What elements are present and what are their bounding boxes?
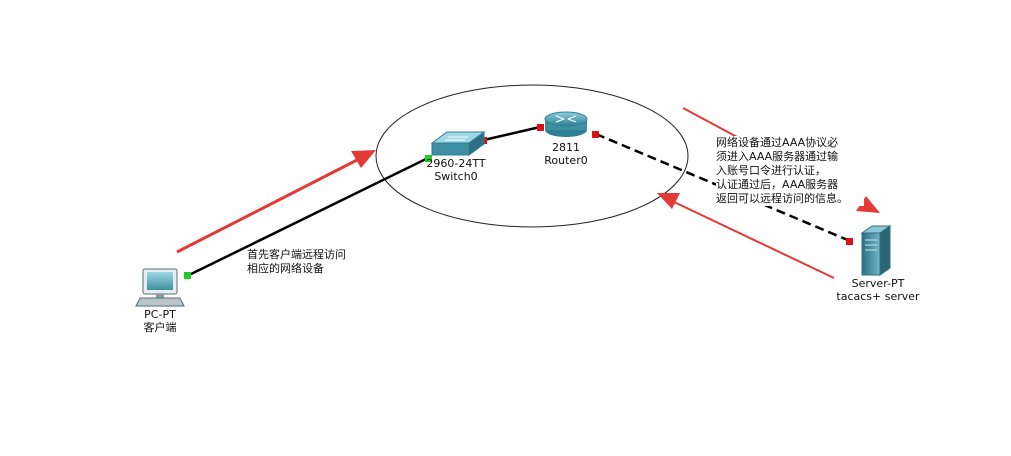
server-icon[interactable]	[860, 225, 892, 276]
switch-icon[interactable]	[430, 131, 486, 156]
server-name-label: tacacs+ server	[836, 290, 920, 303]
link-router-server[interactable]	[595, 132, 851, 243]
router-model-label: 2811	[552, 141, 580, 154]
port-indicator-router-server	[592, 131, 599, 138]
link-pc-switch[interactable]	[186, 156, 429, 278]
pc-model-label: PC-PT	[144, 308, 176, 321]
pc-label: PC-PT 客户端	[131, 308, 189, 334]
aaa-note-line: 认证通过后，AAA服务器	[716, 178, 839, 191]
router-name-label: Router0	[544, 154, 588, 167]
switch-label: 2960-24TT Switch0	[415, 157, 497, 183]
pc-name-label: 客户端	[143, 321, 177, 334]
server-label: Server-PT tacacs+ server	[828, 277, 928, 303]
port-indicator-server	[846, 238, 853, 245]
aaa-note-line: 网络设备通过AAA协议必	[716, 136, 839, 149]
port-indicator-pc	[184, 272, 191, 279]
switch-name-label: Switch0	[434, 170, 478, 183]
pc-icon[interactable]	[135, 268, 185, 307]
network-area-ellipse	[375, 84, 689, 228]
switch-model-label: 2960-24TT	[426, 157, 486, 170]
port-indicator-switch-pc	[425, 155, 432, 162]
aaa-note-line: 入账号口令进行认证，	[716, 164, 826, 177]
router-label: 2811 Router0	[534, 141, 598, 167]
arrow-aaa-server-to-network	[657, 193, 835, 279]
client-note-line: 首先客户端远程访问	[247, 248, 346, 261]
aaa-note-line: 返回可以远程访问的信息。	[716, 192, 848, 205]
client-note-line: 相应的网络设备	[247, 262, 324, 275]
server-model-label: Server-PT	[851, 277, 905, 290]
client-note: 首先客户端远程访问 相应的网络设备	[247, 248, 354, 276]
router-icon[interactable]	[544, 111, 588, 137]
arrow-client-to-network	[176, 150, 376, 254]
aaa-note-line: 须进入AAA服务器通过输	[716, 150, 839, 163]
aaa-note: 网络设备通过AAA协议必 须进入AAA服务器通过输 入账号口令进行认证， 认证通…	[716, 136, 864, 206]
link-switch-router[interactable]	[483, 125, 541, 142]
port-indicator-router-switch	[537, 124, 544, 131]
